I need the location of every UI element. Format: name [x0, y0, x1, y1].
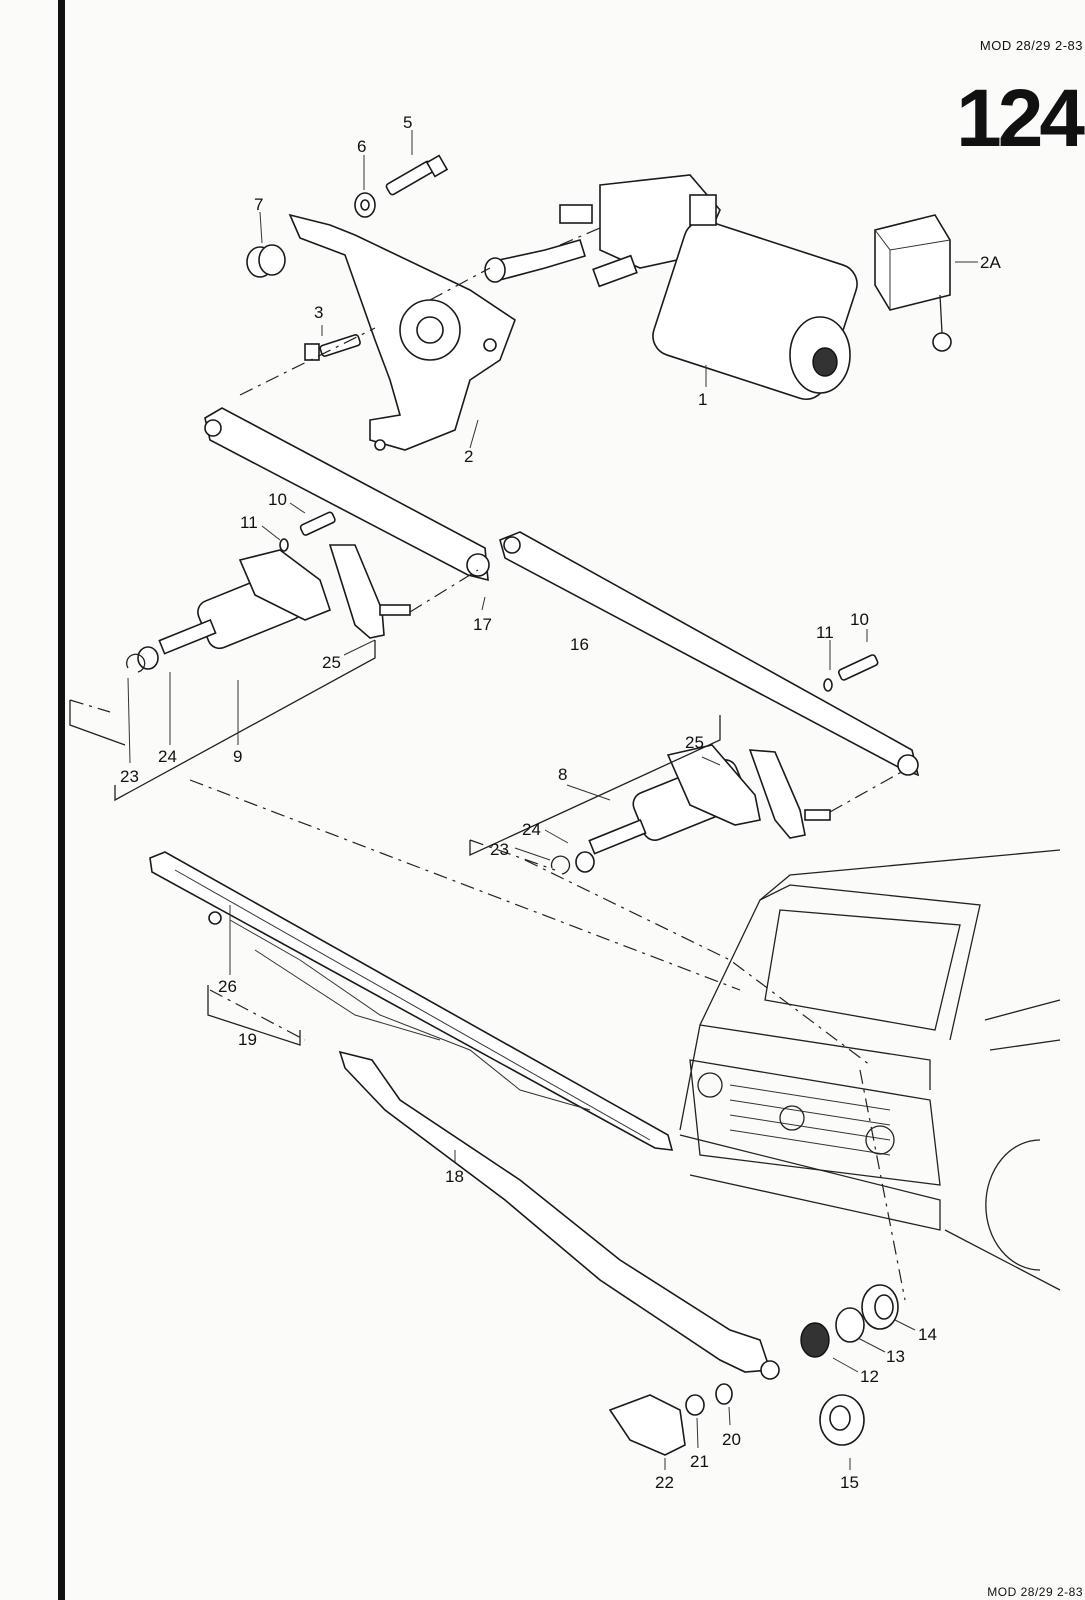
callout-8: 8 — [558, 765, 567, 784]
callout-21: 21 — [690, 1452, 709, 1471]
linkage-rod-16 — [499, 531, 920, 777]
bolt-5 — [385, 154, 449, 196]
cap-nut-hardware — [608, 1383, 733, 1456]
callout-5: 5 — [403, 113, 412, 132]
callout-3: 3 — [314, 303, 323, 322]
bushing-7 — [246, 244, 286, 278]
callout-6: 6 — [357, 137, 366, 156]
callout-15: 15 — [840, 1473, 859, 1492]
callout-11-left: 11 — [240, 513, 258, 532]
callout-17: 17 — [473, 615, 492, 634]
callout-24-right: 24 — [522, 820, 541, 839]
wiper-arm — [338, 1050, 780, 1380]
callout-7: 7 — [254, 195, 263, 214]
callout-13: 13 — [886, 1347, 905, 1366]
callout-22: 22 — [655, 1473, 674, 1492]
relay-2a — [874, 214, 952, 352]
linkage-rod-17 — [204, 407, 490, 582]
van-illustration — [679, 849, 1061, 1291]
washer-6 — [354, 192, 376, 218]
mounting-bracket — [288, 213, 516, 451]
callout-19: 19 — [238, 1030, 257, 1049]
spindle-hardware — [800, 1284, 899, 1446]
callout-16: 16 — [570, 635, 589, 654]
callout-2: 2 — [464, 447, 473, 466]
model-reference-top: MOD 28/29 2-83 — [979, 38, 1083, 53]
wiper-motor — [484, 174, 858, 400]
callout-23-left: 23 — [120, 767, 139, 786]
callout-25-right: 25 — [685, 733, 704, 752]
callout-10-right: 10 — [850, 610, 869, 629]
wiper-bearing-right — [550, 744, 831, 875]
wiper-bearing-left — [126, 544, 411, 673]
callout-10-left: 10 — [268, 490, 287, 509]
callout-24-left: 24 — [158, 747, 177, 766]
leader-lines — [127, 130, 978, 1470]
callout-1: 1 — [698, 390, 707, 409]
callout-20: 20 — [722, 1430, 741, 1449]
bolt-10-right — [823, 654, 879, 692]
callout-26: 26 — [218, 977, 237, 996]
group-brackets — [69, 640, 721, 1046]
callout-2a: 2A — [980, 253, 1001, 272]
bolt-3 — [304, 334, 361, 361]
callout-12: 12 — [860, 1367, 879, 1386]
callout-labels: 1 2 2A 3 5 6 7 8 9 10 10 11 11 12 13 14 … — [120, 113, 1001, 1492]
callout-11-right: 11 — [816, 623, 834, 642]
page-number: 124 — [956, 73, 1085, 164]
callout-14: 14 — [918, 1325, 937, 1344]
callout-9: 9 — [233, 747, 242, 766]
callout-18: 18 — [445, 1167, 464, 1186]
callout-25-left: 25 — [322, 653, 341, 672]
wiper-blade — [149, 851, 674, 1151]
assembly-lines — [69, 227, 906, 1301]
callout-23-right: 23 — [490, 840, 509, 859]
bolt-10-left — [279, 511, 336, 552]
binding-edge — [58, 0, 65, 1600]
model-reference-bottom: MOD 28/29 2-83 — [987, 1585, 1083, 1599]
